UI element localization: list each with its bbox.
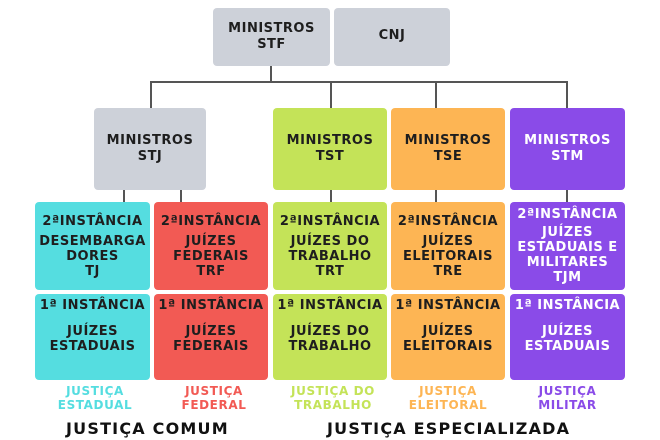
connector-stf-down <box>270 66 272 82</box>
justice-estadual-label: JUSTIÇA ESTADUAL <box>57 384 133 412</box>
tse-label: MINISTROS TSE <box>404 133 492 164</box>
connector-top-horizontal <box>150 81 566 83</box>
stm-label: MINISTROS STM <box>524 133 611 164</box>
justice-trabalho-label: JUSTIÇA DO TRABALHO <box>291 384 375 412</box>
tre-level: 2ªINSTÂNCIA <box>397 213 499 229</box>
trabalho-first-level: 1ª INSTÂNCIA <box>277 298 383 313</box>
justice-federal-label: JUSTIÇA FEDERAL <box>181 384 247 412</box>
tj-box: 2ªINSTÂNCIA DESEMBARGA DORES TJ <box>35 202 150 290</box>
tst-box: MINISTROS TST <box>273 108 387 190</box>
federal-first-box: 1ª INSTÂNCIA JUÍZES FEDERAIS <box>154 294 268 380</box>
cnj-label: CNJ <box>378 28 406 43</box>
trabalho-first-box: 1ª INSTÂNCIA JUÍZES DO TRABALHO <box>273 294 387 380</box>
stf-label: MINISTROS STF <box>228 21 315 52</box>
stf-box: MINISTROS STF <box>213 8 330 66</box>
militar-first-level: 1ª INSTÂNCIA <box>514 298 621 313</box>
tse-box: MINISTROS TSE <box>391 108 505 190</box>
estadual-first-level: 1ª INSTÂNCIA <box>39 298 146 313</box>
eleitoral-first-level: 1ª INSTÂNCIA <box>395 298 501 313</box>
tre-body: JUÍZES ELEITORAIS TRE <box>402 233 494 279</box>
trf-box: 2ªINSTÂNCIA JUÍZES FEDERAIS TRF <box>154 202 268 290</box>
tj-level: 2ªINSTÂNCIA <box>42 213 143 229</box>
tjm-box: 2ªINSTÂNCIA JUÍZES ESTADUAIS E MILITARES… <box>510 202 625 290</box>
trf-body: JUÍZES FEDERAIS TRF <box>173 233 249 279</box>
connector-stm-drop <box>566 81 568 109</box>
trabalho-first-body: JUÍZES DO TRABALHO <box>288 324 372 354</box>
connector-tse-drop <box>435 81 437 109</box>
connector-tst-drop <box>330 81 332 109</box>
justice-militar-label: JUSTIÇA MILITAR <box>538 384 597 412</box>
estadual-first-body: JUÍZES ESTADUAIS <box>49 324 136 354</box>
connector-tst-trt <box>330 190 332 202</box>
tst-label: MINISTROS TST <box>286 133 374 164</box>
federal-first-body: JUÍZES FEDERAIS <box>173 324 249 354</box>
eleitoral-first-body: JUÍZES ELEITORAIS <box>402 324 494 354</box>
stm-box: MINISTROS STM <box>510 108 625 190</box>
tj-body: DESEMBARGA DORES TJ <box>39 233 146 279</box>
trt-body: JUÍZES DO TRABALHO TRT <box>288 233 372 279</box>
connector-stm-tjm <box>566 190 568 202</box>
tjm-body: JUÍZES ESTADUAIS E MILITARES TJM <box>517 225 618 285</box>
group-comum-label: JUSTIÇA COMUM <box>66 419 229 438</box>
justice-eleitoral-label: JUSTIÇA ELEITORAL <box>408 384 488 412</box>
stj-box: MINISTROS STJ <box>94 108 206 190</box>
trt-box: 2ªINSTÂNCIA JUÍZES DO TRABALHO TRT <box>273 202 387 290</box>
connector-stj-trf <box>180 190 182 202</box>
stj-label: MINISTROS STJ <box>106 133 194 164</box>
militar-first-body: JUÍZES ESTADUAIS <box>524 324 611 354</box>
cnj-box: CNJ <box>334 8 450 66</box>
connector-tse-tre <box>435 190 437 202</box>
connector-stj-tj <box>123 190 125 202</box>
federal-first-level: 1ª INSTÂNCIA <box>158 298 264 313</box>
militar-first-box: 1ª INSTÂNCIA JUÍZES ESTADUAIS <box>510 294 625 380</box>
estadual-first-box: 1ª INSTÂNCIA JUÍZES ESTADUAIS <box>35 294 150 380</box>
group-especializada-label: JUSTIÇA ESPECIALIZADA <box>327 419 571 438</box>
tjm-level: 2ªINSTÂNCIA <box>517 207 618 222</box>
eleitoral-first-box: 1ª INSTÂNCIA JUÍZES ELEITORAIS <box>391 294 505 380</box>
trt-level: 2ªINSTÂNCIA <box>279 213 381 229</box>
connector-stj-drop <box>150 81 152 109</box>
trf-level: 2ªINSTÂNCIA <box>160 213 262 229</box>
tre-box: 2ªINSTÂNCIA JUÍZES ELEITORAIS TRE <box>391 202 505 290</box>
